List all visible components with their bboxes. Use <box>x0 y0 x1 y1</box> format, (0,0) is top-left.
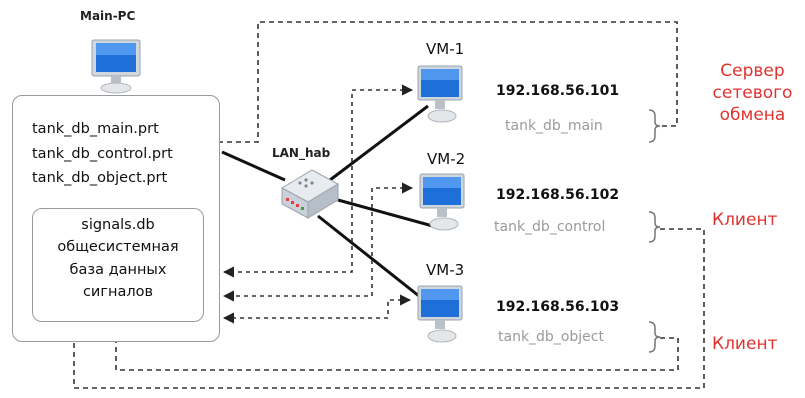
cable-hub-vm3 <box>317 214 425 302</box>
signals-db-line-2: общесистемная <box>57 239 179 256</box>
vm3-ip: 192.168.56.103 <box>496 299 620 315</box>
file-tank-db-main: tank_db_main.prt <box>32 121 159 137</box>
client-role-label-2: Клиент <box>712 334 778 354</box>
main-pc-computer-icon <box>90 38 142 99</box>
dashed-outer-loops <box>73 228 705 389</box>
brace-vm1 <box>648 109 661 143</box>
vm2-ip: 192.168.56.102 <box>496 187 620 203</box>
vm1-computer-icon <box>416 64 464 131</box>
vm1-label: VM-1 <box>426 40 465 58</box>
main-pc-file-list: tank_db_main.prt tank_db_control.prt tan… <box>32 117 173 191</box>
vm3-label: VM-3 <box>426 261 465 279</box>
vm3-computer-icon <box>416 284 464 351</box>
signals-db-text: signals.db общесистемная база данных сиг… <box>32 214 204 304</box>
signals-db-line-4: сигналов <box>82 284 154 301</box>
file-tank-db-object: tank_db_object.prt <box>32 170 168 187</box>
braces <box>648 109 661 353</box>
server-role-line-2: сетевого <box>712 82 793 103</box>
hub-device-icon <box>278 166 342 227</box>
signals-db-line-1: signals.db <box>81 217 155 233</box>
brace-vm2 <box>648 211 661 243</box>
signals-db-line-3: база данных <box>69 261 167 278</box>
vm3-db-name: tank_db_object <box>498 329 604 345</box>
brace-vm3 <box>648 321 661 353</box>
server-role-label: Сервер сетевого обмена <box>700 61 805 126</box>
server-role-line-1: Сервер <box>720 61 785 81</box>
dashed-vm-links <box>222 84 414 324</box>
vm2-computer-icon <box>418 172 466 239</box>
hub-label: LAN_hab <box>272 146 331 160</box>
vm1-db-name: tank_db_main <box>505 118 603 134</box>
dashed-server-link <box>218 21 678 143</box>
vm2-db-name: tank_db_control <box>494 219 606 235</box>
cable-hub-vm1 <box>329 104 429 182</box>
client-role-label-1: Клиент <box>712 210 778 230</box>
vm1-ip: 192.168.56.101 <box>496 83 620 99</box>
server-role-line-3: обмена <box>719 104 786 125</box>
signals-db-box <box>32 208 204 322</box>
vm2-label: VM-2 <box>427 150 466 168</box>
main-pc-title: Main-PC <box>80 9 136 23</box>
file-tank-db-control: tank_db_control.prt <box>32 145 173 162</box>
